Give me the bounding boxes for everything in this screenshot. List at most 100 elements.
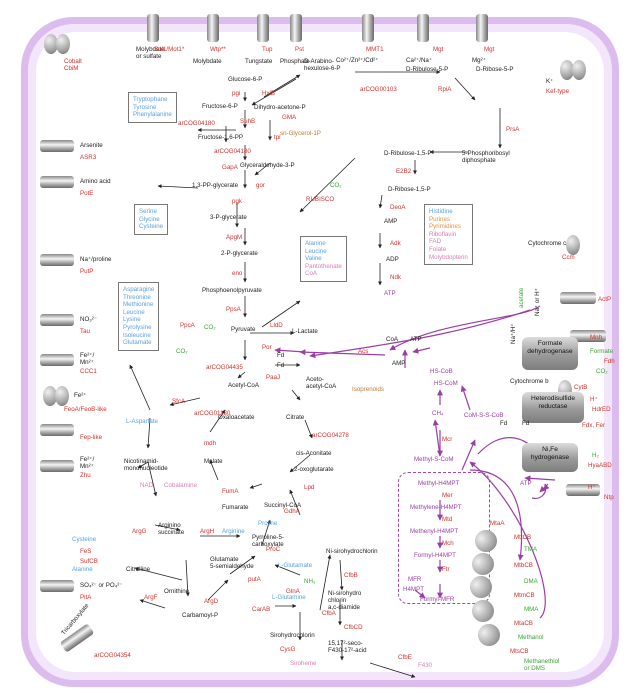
met-3pg: 3-P-glycerate	[210, 214, 247, 221]
mnh-label: Mnh	[590, 334, 603, 341]
met-formyl-mfr: Formyl-MFR	[420, 596, 455, 603]
enz-proc: ProC	[266, 546, 281, 553]
met-ornithine: Ornithine	[164, 588, 190, 595]
enz-prsa: PrsA	[506, 126, 520, 133]
met-oxaloacetate: Oxaloacetate	[218, 414, 255, 421]
asr3-transporter-icon	[40, 140, 74, 152]
sufcb-label: SufCB	[80, 558, 98, 565]
ntp-label: Ntp	[604, 494, 614, 501]
mmt-enzyme: MMT1	[366, 46, 384, 53]
aa-glycine: Glycine	[139, 215, 160, 223]
enz-deoa: DeoA	[390, 204, 406, 211]
met-dhap: Dihydro-acetone-P	[254, 104, 306, 111]
met-g6p: Glucose-6-P	[228, 76, 263, 83]
enz-lpd: Lpd	[304, 484, 315, 491]
pst-enzyme: Pst	[295, 46, 304, 53]
pita-label: PitA	[80, 594, 92, 601]
met-bpg: 1,3-PP-glycerate	[192, 182, 239, 189]
kplus-label: K⁺	[546, 78, 554, 85]
met-amp2: AMP	[392, 360, 406, 367]
fad: FAD	[429, 238, 442, 246]
enz-gapa: GapA	[222, 164, 238, 171]
met-lactate: L-Lactate	[292, 328, 318, 335]
met-sn-glycerol: sn-Glycerol-1P	[280, 130, 321, 137]
enz-glna: GlnA	[286, 588, 300, 595]
met-cisaconitate: cis-Aconitate	[296, 450, 332, 457]
met-arabino: D-Arabino- hexulose-6-P	[304, 58, 341, 72]
enz-cysg: CysG	[280, 646, 296, 653]
met-sirohydrochlorin: Sirohydrochlorin	[270, 632, 315, 639]
arsenite-label: Arsenite	[80, 142, 103, 149]
met-dma: DMA	[524, 578, 538, 585]
fe-mn2-label: Fe²⁺/ Mn²⁺	[80, 456, 95, 470]
cytochrome-c-icon	[566, 235, 580, 255]
met-coa: CoA	[386, 336, 399, 343]
mgt-substrate: Ca²⁺/Na⁺	[406, 57, 433, 64]
cobalt-transporter-icon-2	[56, 34, 70, 54]
enz-fuma: FumA	[222, 488, 239, 495]
met-succinylcoa: Succinyl-CoA	[264, 502, 302, 509]
met-hscom: HS-CoM	[434, 380, 458, 387]
cytb-label: CytB	[574, 384, 588, 391]
enz-por: Por	[262, 344, 272, 351]
met-2pg: 2-P-glycerate	[221, 250, 258, 257]
met-siroheme: Siroheme	[290, 660, 317, 667]
pyrimidines: Pyrimidines	[429, 223, 461, 231]
cytb-name: Cytochrome b	[510, 378, 549, 385]
mmt-transporter-icon	[362, 14, 374, 42]
enz-mttcb: MttCB	[514, 534, 532, 541]
met-fdred: Fd	[277, 352, 285, 359]
enz-mtbcb: MtbCB	[514, 562, 533, 569]
molybdopterin: Molybdopterin	[429, 253, 468, 261]
met-methylene-h4mpt: Methylene-H4MPT	[410, 504, 462, 511]
enz-ppca: PpcA	[180, 322, 195, 329]
box-nucleotides: Histidine Purines Pyrimidines Riboflavin…	[424, 204, 473, 266]
met-malate: Malate	[204, 458, 223, 465]
actp-label: ActP	[598, 296, 612, 303]
met-ribulose15p: D-Ribulose-1,5-P	[384, 150, 432, 157]
cobalt-transporter-icon	[44, 34, 58, 54]
sul1-transporter-icon	[147, 14, 159, 42]
fes-label: FeS	[80, 548, 92, 555]
cytoplasm	[36, 32, 604, 672]
enz-tpi: tpi	[274, 134, 281, 141]
actp-transporter-icon	[560, 292, 596, 304]
met-fumarate: Fumarate	[222, 504, 249, 511]
enz-e2b2: E2B2	[396, 168, 412, 175]
coa-label: CoA	[305, 270, 318, 278]
mgt-enzyme: Mgt	[433, 46, 444, 53]
purines: Purines	[429, 215, 450, 223]
wtp-substrate: Molybdate	[193, 58, 222, 65]
met-oxoglutarate: 2-oxoglutarate	[294, 466, 334, 473]
met-seco: 15,17²-seco- F430-17²-acid	[328, 640, 367, 654]
feo-label: FeoA/FeoB-like	[64, 406, 107, 413]
pantothenate: Pantothenate	[305, 262, 342, 270]
alanine-label: Alanine	[72, 566, 93, 573]
met-amp: AMP	[384, 218, 398, 225]
aa-tyrosine: Tyrosine	[133, 103, 157, 111]
enz-apgm: ApgM	[226, 234, 243, 241]
riboflavin: Riboflavin	[429, 230, 457, 238]
met-aspartate: L-Aspartate	[126, 418, 158, 425]
met-adp: ADP	[386, 256, 399, 263]
sul1-enzyme: Sul1/Mot1*	[154, 46, 185, 53]
met-ribose15p: D-Ribose-1,5-P	[388, 186, 431, 193]
met-co2-c: CO₂	[176, 348, 188, 355]
co2-right-label: CO₂	[596, 368, 608, 375]
tau-label: Tau	[80, 328, 90, 335]
aa-threonine: Threonine	[123, 293, 151, 301]
met-methyl-h4mpt: Methyl-H4MPT	[418, 480, 460, 487]
aa-isoleucine: Isoleucine	[123, 331, 151, 339]
enz-carab: CarAB	[252, 606, 271, 613]
aa-box-pyruvate: Alanine Leucine Valine Pantothenate CoA	[300, 236, 347, 282]
enz-paaj: PaaJ	[266, 374, 281, 381]
tau-transporter-icon	[40, 314, 74, 326]
pita-transporter-icon	[40, 580, 74, 592]
formate-dehydrogenase-complex: Formate dehydrogenase	[522, 337, 578, 370]
putp-transporter-icon	[40, 254, 74, 266]
tca-arrows	[129, 364, 416, 678]
enz-sfca: SfcA	[172, 398, 186, 405]
enz-arcog04278: arCOG04278	[312, 432, 349, 439]
enz-argg: ArgG	[132, 528, 147, 535]
